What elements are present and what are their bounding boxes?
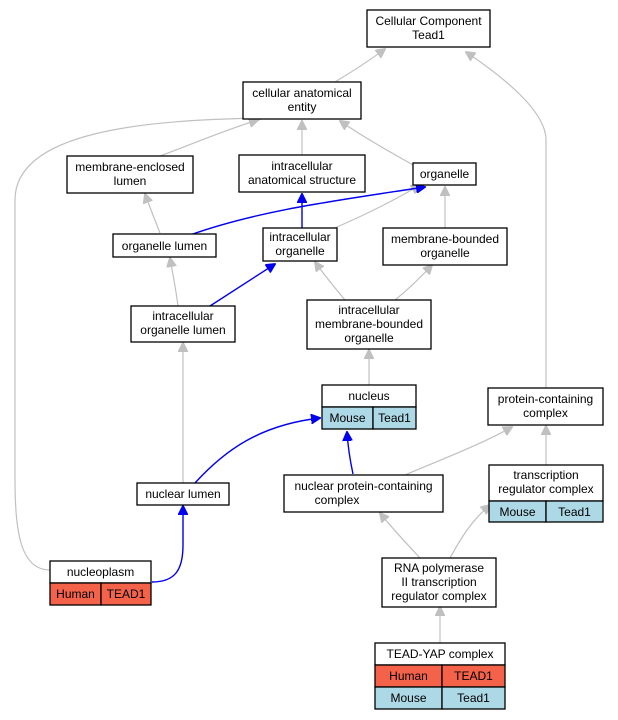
- node-label-line: membrane-enclosed: [75, 160, 184, 174]
- node-label-line: intracellular: [271, 159, 332, 173]
- node-label-line: complex: [315, 493, 360, 507]
- node-label-line: lumen: [114, 174, 147, 188]
- node-label-line: Tead1: [412, 28, 445, 42]
- node-label-line: nucleus: [348, 389, 389, 403]
- gene-cell: [100, 582, 152, 606]
- node-intracellular-organelle-lumen[interactable]: intracellular organelle lumen: [130, 305, 236, 343]
- edge-rnap-to-npcc: [380, 513, 421, 559]
- edge-nucleoplasm-to-cae: [14, 118, 262, 571]
- node-label-line: organelle: [420, 167, 470, 181]
- node-organelle[interactable]: organelle: [412, 162, 477, 186]
- node-cellular-component[interactable]: Cellular Component Tead1: [366, 9, 491, 48]
- node-protein-containing-complex[interactable]: protein-containing complex: [487, 387, 604, 426]
- node-label-line: RNA polymerase: [394, 561, 484, 575]
- node-label-line: membrane-bounded: [315, 317, 423, 331]
- species-label: Mouse: [390, 691, 426, 705]
- node-label-line: organelle: [275, 244, 325, 258]
- node-rna-polymerase-ii-transcription-regulator-complex[interactable]: RNA polymerase II transcription regulato…: [381, 557, 497, 608]
- node-membrane-bounded-organelle[interactable]: membrane-bounded organelle: [382, 227, 508, 266]
- gene-label: Tead1: [558, 505, 591, 519]
- node-label-line: nuclear lumen: [145, 487, 220, 501]
- gene-label: TEAD1: [454, 669, 493, 683]
- gene-label: Tead1: [457, 691, 490, 705]
- edge-iol-to-organelle-lumen: [170, 258, 179, 307]
- edge-pcc-to-cc: [466, 52, 547, 388]
- edge-imbo-to-mbo: [394, 265, 432, 301]
- node-label-line: TEAD-YAP complex: [387, 647, 494, 661]
- node-nuclear-protein-containing-complex[interactable]: nuclear protein-containing complex: [283, 474, 444, 513]
- node-nucleus[interactable]: nucleus Mouse Tead1: [321, 384, 417, 430]
- gene-label: Tead1: [378, 411, 411, 425]
- edge-organelle-to-cae: [340, 121, 416, 167]
- gene-cell: [372, 406, 417, 430]
- gene-cell: [441, 686, 506, 710]
- node-label-line: cellular anatomical: [252, 86, 351, 100]
- node-label-line: Cellular Component: [375, 14, 482, 28]
- edge-npcc-to-pcc: [404, 427, 512, 476]
- node-nuclear-lumen[interactable]: nuclear lumen: [136, 482, 230, 506]
- node-label-line: intracellular: [269, 230, 330, 244]
- edge-cae-to-cc: [334, 49, 385, 83]
- node-label-line: nuclear protein-containing: [294, 479, 432, 493]
- node-label-line: membrane-bounded: [391, 232, 499, 246]
- node-label-line: intracellular: [338, 303, 399, 317]
- edge-npcc-part-of-nucleus: [347, 432, 354, 475]
- node-label-line: intracellular: [152, 309, 213, 323]
- node-label-line: complex: [523, 406, 568, 420]
- node-nucleoplasm[interactable]: nucleoplasm Human TEAD1: [49, 560, 152, 606]
- edge-rnap-to-trc: [449, 505, 490, 559]
- node-label-line: transcription: [513, 468, 578, 482]
- edge-intracellular-organelle-to-organelle: [329, 185, 420, 231]
- node-label-line: regulator complex: [498, 482, 593, 496]
- species-label: Mouse: [499, 505, 535, 519]
- node-label-line: nucleoplasm: [67, 565, 134, 579]
- node-label-line: organelle: [420, 246, 470, 260]
- edge-iol-part-of-intracellular-organelle: [209, 264, 275, 307]
- node-label-line: organelle lumen: [122, 239, 207, 253]
- gene-label: TEAD1: [107, 587, 146, 601]
- edge-nuclear-lumen-part-of-nucleus: [194, 418, 320, 484]
- edge-nucleoplasm-part-of-nuclear-lumen: [151, 506, 183, 583]
- node-label-line: organelle lumen: [140, 323, 225, 337]
- species-label: Human: [56, 587, 95, 601]
- node-cellular-anatomical-entity[interactable]: cellular anatomical entity: [242, 81, 362, 120]
- node-intracellular-anatomical-structure[interactable]: intracellular anatomical structure: [238, 154, 366, 193]
- edge-organelle-lumen-to-mel: [145, 194, 161, 234]
- node-label-line: entity: [288, 100, 317, 114]
- species-label: Mouse: [329, 411, 365, 425]
- node-transcription-regulator-complex[interactable]: transcription regulator complex Mouse Te…: [488, 464, 604, 523]
- node-label-line: regulator complex: [391, 589, 486, 603]
- species-label: Human: [389, 669, 428, 683]
- node-label-line: protein-containing: [498, 392, 593, 406]
- edge-imbo-to-intracellular-organelle: [315, 262, 346, 301]
- node-intracellular-membrane-bounded-organelle[interactable]: intracellular membrane-bounded organelle: [306, 299, 432, 350]
- node-tead-yap-complex[interactable]: TEAD-YAP complex Human TEAD1 Mouse Tead1: [374, 642, 506, 710]
- node-label-line: II transcription: [401, 575, 476, 589]
- edge-mel-to-cae: [159, 120, 258, 157]
- node-membrane-enclosed-lumen[interactable]: membrane-enclosed lumen: [66, 155, 194, 194]
- node-organelle-lumen[interactable]: organelle lumen: [112, 233, 217, 258]
- node-label-line: anatomical structure: [248, 173, 356, 187]
- node-label-line: organelle: [344, 331, 394, 345]
- gene-cell: [545, 500, 604, 523]
- node-intracellular-organelle[interactable]: intracellular organelle: [262, 227, 338, 262]
